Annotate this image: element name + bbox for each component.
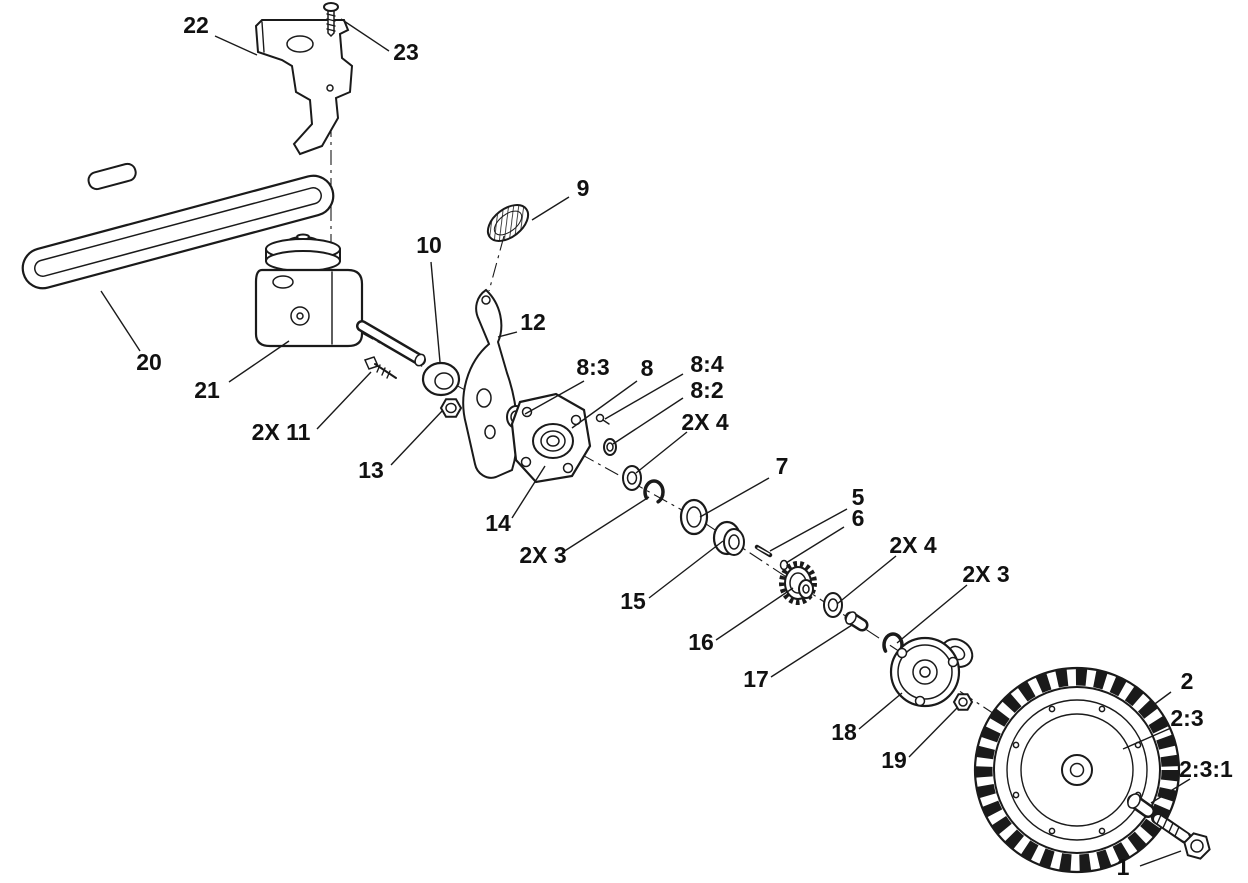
spacer-2-3-1 [1127,793,1155,818]
axle-bolt-1 [1151,812,1211,860]
key-6 [779,559,789,571]
nut-13 [439,398,463,418]
roll-pin-5 [754,544,773,558]
washer-2x4-a [622,465,642,491]
part-label-16: 16 [688,629,714,655]
washer-2x4-b [823,592,843,618]
part-label-21: 21 [194,377,220,403]
part-label-2-3-1: 2:3:1 [1179,756,1233,782]
part-label-2x3-a: 2X 3 [519,542,566,568]
screw-8-4 [595,413,610,425]
wheel-tire-2 [973,666,1181,874]
snap-ring-2x3-a [643,479,665,505]
pinion-gear-16 [779,561,817,605]
spacer-17 [844,611,869,632]
part-label-7: 7 [776,453,789,479]
part-label-5: 5 [852,484,865,510]
part-label-2: 2 [1181,668,1194,694]
part-label-15: 15 [620,588,646,614]
flange-nut-19 [952,693,974,711]
washer-7 [679,498,709,536]
snap-ring-2x3-b [882,632,904,658]
part-label-14: 14 [485,510,511,536]
part-label-8-2: 8:2 [690,377,723,403]
part-label-23: 23 [393,39,419,65]
bearing-10 [421,361,461,397]
bearing-housing-14 [506,392,617,484]
screw-23 [323,2,339,38]
bushing-8-2 [603,438,617,456]
part-label-8: 8 [641,355,654,381]
part-label-13: 13 [358,457,384,483]
part-label-2x4-b: 2X 4 [889,532,937,558]
part-label-6: 6 [852,505,865,531]
wheel-hub-18 [889,636,974,708]
part-label-2x11: 2X 11 [252,419,311,445]
part-label-20: 20 [136,349,162,375]
mounting-bracket-22 [254,19,354,156]
part-label-1: 1 [1117,854,1130,880]
bolt-2x11 [363,356,397,379]
leader-lines [100,18,1191,867]
part-label-19: 19 [881,747,907,773]
part-label-2x4-a: 2X 4 [681,409,729,435]
shift-lever-12 [462,288,519,479]
part-label-2-3: 2:3 [1170,705,1203,731]
grip-9 [486,204,530,242]
part-label-22: 22 [183,12,209,38]
part-label-8-4: 8:4 [690,351,723,377]
part-label-2x3-b: 2X 3 [962,561,1009,587]
part-label-10: 10 [416,232,442,258]
part-labels: 22 23 9 10 12 20 21 2X 11 8:3 8 8:4 8:2 … [136,12,1233,880]
part-label-17: 17 [743,666,769,692]
bearing-15 [712,520,745,556]
part-label-8-3: 8:3 [576,354,609,380]
part-label-12: 12 [520,309,546,335]
part-label-18: 18 [831,719,857,745]
part-label-9: 9 [577,175,590,201]
transmission-21 [254,233,426,367]
drive-belt-20 [21,162,335,290]
